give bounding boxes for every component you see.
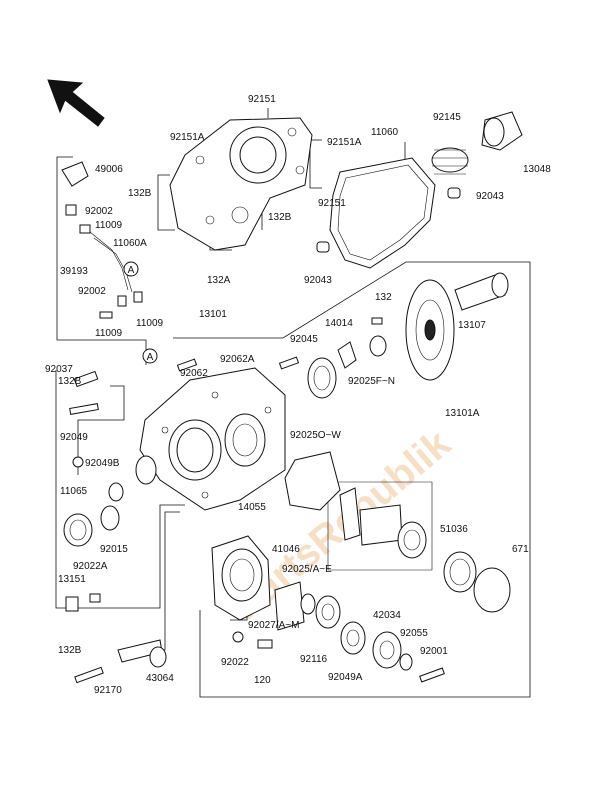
bearing-upper: [307, 317, 387, 399]
label-92037: 92037: [45, 364, 73, 375]
label-132b: 132B: [58, 645, 82, 656]
label-92025a-e: 92025/A~E: [282, 564, 332, 575]
label-92151: 92151: [248, 94, 276, 105]
gasket: [329, 157, 436, 269]
label-132b: 132B: [268, 212, 292, 223]
reference-lines: [55, 108, 531, 698]
label-51036: 51036: [440, 524, 468, 535]
label-43064: 43064: [146, 673, 174, 684]
label-92025f-n: 92025F~N: [348, 376, 395, 387]
label-92049b: 92049B: [85, 458, 120, 469]
label-92015: 92015: [100, 544, 128, 555]
label-120: 120: [254, 675, 271, 686]
label-92151: 92151: [318, 198, 346, 209]
pinion-housing: [211, 535, 271, 621]
part-labels: 92151 92151A 92151A 11060 92145 49006 13…: [45, 94, 551, 696]
gear-case-housing: [139, 367, 286, 511]
drive-shaft: [454, 272, 509, 311]
label-92043: 92043: [304, 275, 332, 286]
label-11065: 11065: [60, 486, 88, 497]
label-92049: 92049: [60, 432, 88, 443]
breather-assembly: [61, 161, 143, 319]
label-11009: 11009: [136, 318, 164, 329]
label-92145: 92145: [433, 112, 461, 123]
label-11060: 11060: [371, 127, 399, 138]
small-hardware: [65, 356, 445, 684]
label-11060a: 11060A: [113, 238, 147, 249]
label-92045: 92045: [290, 334, 318, 345]
label-13101a: 13101A: [445, 408, 480, 419]
label-132b: 132B: [128, 188, 152, 199]
label-92027a-m: 92027/A~M: [248, 620, 299, 631]
dowel-pins: [316, 187, 461, 253]
label-92062a: 92062A: [220, 354, 255, 365]
direction-arrow-icon: [47, 79, 105, 127]
label-92022: 92022: [221, 657, 249, 668]
label-39193: 39193: [60, 266, 88, 277]
case-gasket: [284, 451, 341, 511]
label-92055: 92055: [400, 628, 428, 639]
label-671: 671: [512, 544, 529, 555]
label-13107: 13107: [458, 320, 486, 331]
label-92151a: 92151A: [170, 132, 205, 143]
label-92002: 92002: [85, 206, 113, 217]
label-49006: 49006: [95, 164, 123, 175]
seal-and-oring: [443, 551, 511, 613]
label-92022a: 92022A: [73, 561, 108, 572]
label-14014: 14014: [325, 318, 353, 329]
label-13101: 13101: [199, 309, 227, 320]
label-13048: 13048: [523, 164, 551, 175]
label-11009: 11009: [95, 328, 123, 339]
label-132a: 132A: [207, 275, 231, 286]
spring-and-cap: [431, 111, 523, 175]
label-92116: 92116: [300, 654, 328, 665]
label-92043: 92043: [476, 191, 504, 202]
oil-seal: [63, 455, 157, 547]
cover-plate: [169, 117, 313, 251]
label-92062: 92062: [180, 368, 208, 379]
ring-gear: [405, 279, 455, 381]
label-14055: 14055: [238, 502, 266, 513]
label-42034: 42034: [373, 610, 401, 621]
label-13151: 13151: [58, 574, 86, 585]
label-92170: 92170: [94, 685, 122, 696]
svg-text:A: A: [147, 352, 154, 363]
label-132b: 132B: [58, 376, 82, 387]
label-11009: 11009: [95, 220, 123, 231]
callout-a-lower: A: [142, 348, 158, 364]
label-92002: 92002: [78, 286, 106, 297]
svg-text:A: A: [128, 265, 135, 276]
label-92025o-w: 92025O~W: [290, 430, 341, 441]
label-92001: 92001: [420, 646, 448, 657]
lower-bearings: [274, 581, 413, 671]
pinion-assembly: [339, 487, 427, 559]
label-41046: 41046: [272, 544, 300, 555]
label-92049a: 92049A: [328, 672, 363, 683]
label-132: 132: [375, 292, 392, 303]
callout-a-upper: A: [123, 261, 139, 277]
label-92151a: 92151A: [327, 137, 362, 148]
